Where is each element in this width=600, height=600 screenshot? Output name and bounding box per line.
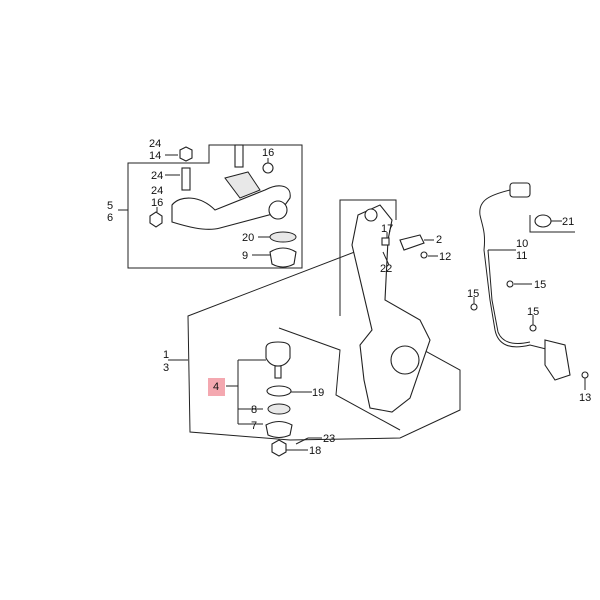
label-22[interactable]: 22: [380, 263, 392, 275]
nut-17: [381, 237, 390, 246]
label-13[interactable]: 13: [579, 392, 591, 404]
label-8[interactable]: 8: [251, 404, 257, 416]
label-15[interactable]: 15: [467, 288, 479, 300]
label-10[interactable]: 10: [516, 238, 528, 250]
bushing-bolt: [181, 167, 191, 191]
label-2[interactable]: 2: [436, 234, 442, 246]
ball-joint-4: [265, 341, 291, 367]
label-15[interactable]: 15: [527, 306, 539, 318]
label-7[interactable]: 7: [251, 420, 257, 432]
label-18[interactable]: 18: [309, 445, 321, 457]
label-15[interactable]: 15: [534, 279, 546, 291]
label-1[interactable]: 1: [163, 349, 169, 361]
grommet-21: [534, 214, 552, 228]
label-12[interactable]: 12: [439, 251, 451, 263]
wheel-speed-sensor: [544, 339, 571, 381]
upper-arm-group-bracket: [127, 144, 303, 269]
label-16[interactable]: 16: [262, 147, 274, 159]
label-9[interactable]: 9: [242, 250, 248, 262]
label-19[interactable]: 19: [312, 387, 324, 399]
speed-sensor-harness: [479, 189, 551, 351]
label-5[interactable]: 5: [107, 200, 113, 212]
label-24[interactable]: 24: [151, 170, 163, 182]
nut-18: [271, 439, 287, 457]
cover-7: [265, 420, 293, 439]
stud-22: [382, 251, 390, 266]
label-24[interactable]: 24: [151, 185, 163, 197]
connector: [509, 182, 531, 198]
highlight-part-4: [208, 378, 225, 396]
label-17[interactable]: 17: [381, 223, 393, 235]
nut-16b: [149, 211, 163, 228]
cover-9: [269, 247, 297, 268]
upper-control-arm: [171, 185, 291, 230]
bracket-2: [399, 234, 425, 251]
bolt-12: [420, 251, 428, 259]
label-23[interactable]: 23: [323, 433, 335, 445]
upper-ball-stud: [234, 144, 244, 168]
label-21[interactable]: 21: [562, 216, 574, 228]
upper-ball-joint: [268, 200, 288, 220]
label-6[interactable]: 6: [107, 212, 113, 224]
boot-20: [269, 231, 297, 243]
label-3[interactable]: 3: [163, 362, 169, 374]
hub-bore: [390, 345, 420, 375]
nut-16: [262, 162, 274, 174]
label-20[interactable]: 20: [242, 232, 254, 244]
label-4[interactable]: 4: [213, 381, 219, 393]
label-24[interactable]: 24: [149, 138, 161, 150]
label-16[interactable]: 16: [151, 197, 163, 209]
label-11[interactable]: 11: [516, 250, 527, 262]
pin-23: [295, 437, 309, 445]
nut-14: [179, 146, 193, 162]
label-14[interactable]: 14: [149, 150, 161, 162]
boot-8: [267, 403, 291, 415]
snap-ring-19: [266, 385, 292, 397]
